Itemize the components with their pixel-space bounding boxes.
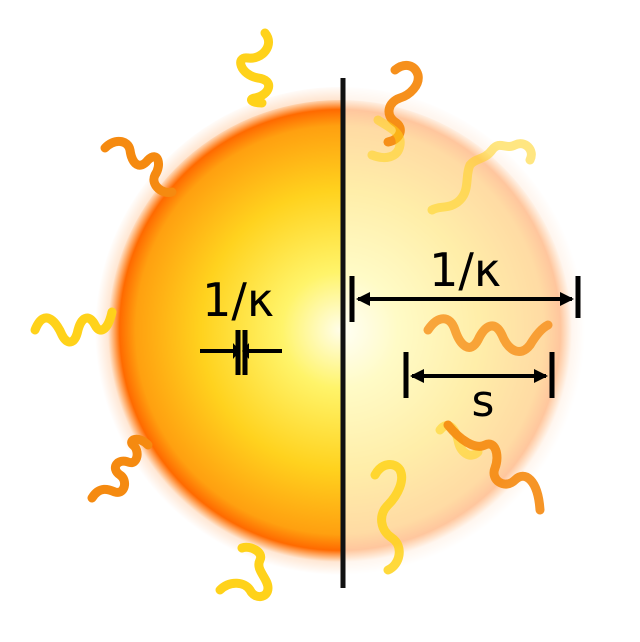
ray-orange-lower-right xyxy=(443,420,545,515)
s-label: s xyxy=(472,376,495,427)
right-kappa-marker xyxy=(349,276,581,322)
right-kappa-label: 1/κ xyxy=(429,243,501,297)
left-kappa-marker xyxy=(200,330,282,375)
ray-orange-lower-left xyxy=(87,434,153,503)
left-kappa-label: 1/κ xyxy=(202,273,274,327)
ray-yellow-bottom xyxy=(215,542,273,601)
ray-orange-top-right xyxy=(383,60,423,147)
right-half-overlay xyxy=(342,82,590,582)
inner-rays xyxy=(367,60,553,575)
ray-yellow-top xyxy=(236,28,273,108)
outer-rays xyxy=(30,28,273,601)
ray-orange-upper-left xyxy=(100,137,177,197)
ray-yellow-bottom-right xyxy=(370,460,407,575)
ray-yellow-upper-right xyxy=(427,139,536,215)
ray-yellow-inner-top xyxy=(367,115,405,162)
s-marker xyxy=(403,352,555,398)
ray-yellow-left xyxy=(30,307,117,347)
ray-orange-middle xyxy=(423,314,553,356)
